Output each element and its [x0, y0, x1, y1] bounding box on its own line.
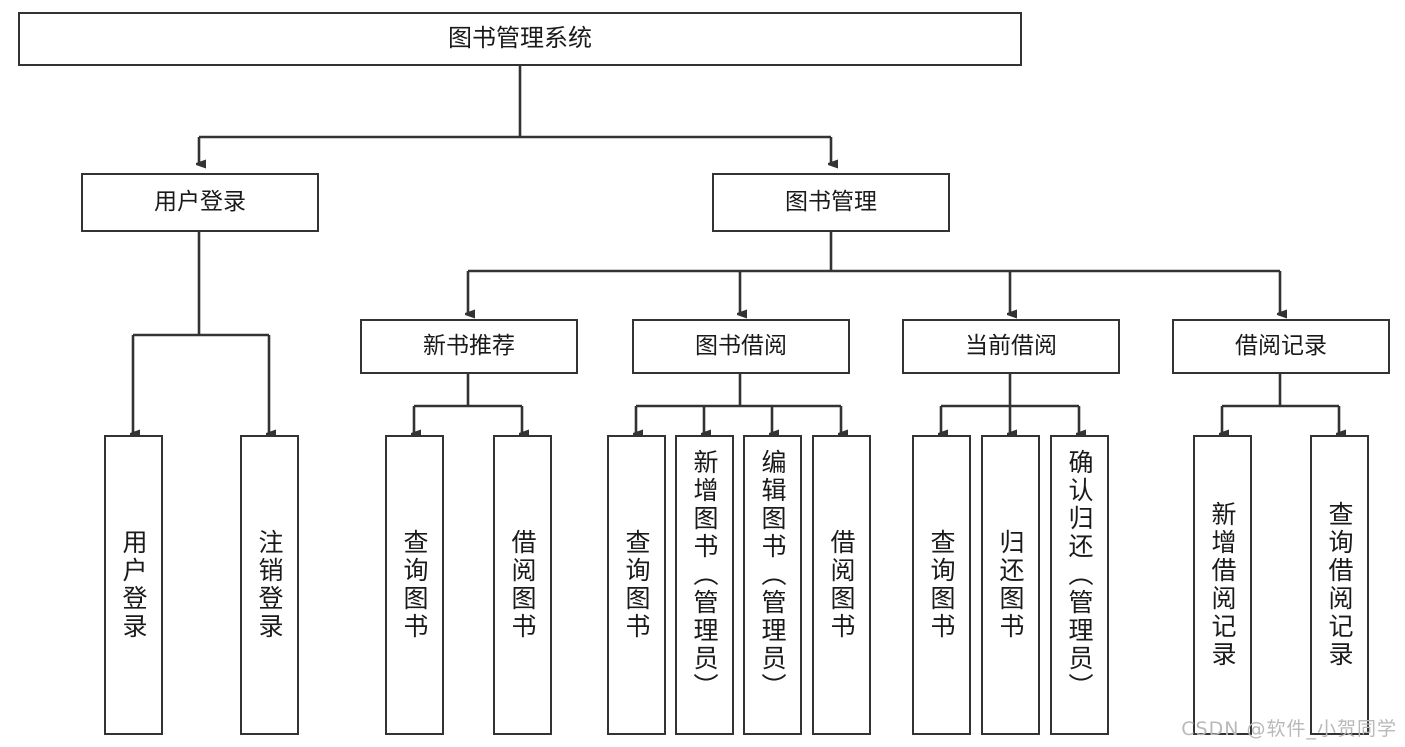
node-label: 查询图书 — [400, 529, 429, 641]
node-label: 借阅图书 — [827, 529, 856, 641]
leaf-user-login-login[interactable]: 用户登录 — [104, 435, 163, 735]
leaf-current-query-book[interactable]: 查询图书 — [912, 435, 971, 735]
leaf-new-book-borrow-book[interactable]: 借阅图书 — [493, 435, 552, 735]
leaf-borrow-borrow-book[interactable]: 借阅图书 — [812, 435, 871, 735]
leaf-user-login-logout[interactable]: 注销登录 — [240, 435, 299, 735]
leaf-new-book-query-book[interactable]: 查询图书 — [385, 435, 444, 735]
leaf-current-return-book[interactable]: 归还图书 — [981, 435, 1040, 735]
leaf-borrow-query-book[interactable]: 查询图书 — [607, 435, 666, 735]
node-user-login[interactable]: 用户登录 — [81, 173, 319, 232]
node-label: 用户登录 — [154, 189, 246, 216]
node-label: 查询图书 — [622, 529, 651, 641]
node-label: 新书推荐 — [423, 333, 515, 360]
leaf-current-confirm-return-admin[interactable]: 确认归还（管理员） — [1050, 435, 1109, 735]
node-label: 借阅记录 — [1235, 333, 1327, 360]
node-current-borrow[interactable]: 当前借阅 — [902, 319, 1120, 374]
node-label: 用户登录 — [119, 529, 148, 641]
node-label: 确认归还（管理员） — [1065, 449, 1094, 701]
leaf-record-query-record[interactable]: 查询借阅记录 — [1310, 435, 1369, 735]
node-label: 注销登录 — [255, 529, 284, 641]
node-label: 新增借阅记录 — [1208, 501, 1237, 669]
node-label: 图书管理系统 — [448, 24, 592, 53]
leaf-borrow-add-book-admin[interactable]: 新增图书（管理员） — [675, 435, 734, 735]
node-book-borrow[interactable]: 图书借阅 — [632, 319, 850, 374]
node-label: 查询图书 — [927, 529, 956, 641]
node-label: 编辑图书（管理员） — [758, 449, 787, 701]
leaf-record-add-record[interactable]: 新增借阅记录 — [1193, 435, 1252, 735]
node-book-management[interactable]: 图书管理 — [712, 173, 950, 232]
node-borrow-record[interactable]: 借阅记录 — [1172, 319, 1390, 374]
node-label: 查询借阅记录 — [1325, 501, 1354, 669]
node-root-book-management-system[interactable]: 图书管理系统 — [18, 12, 1022, 66]
node-label: 图书借阅 — [695, 333, 787, 360]
watermark: CSDN @软件_小贺同学 — [1181, 718, 1397, 740]
leaf-borrow-edit-book-admin[interactable]: 编辑图书（管理员） — [743, 435, 802, 735]
node-label: 新增图书（管理员） — [690, 449, 719, 701]
node-label: 借阅图书 — [508, 529, 537, 641]
node-label: 归还图书 — [996, 529, 1025, 641]
node-label: 图书管理 — [785, 189, 877, 216]
node-new-book-recommend[interactable]: 新书推荐 — [360, 319, 578, 374]
node-label: 当前借阅 — [965, 333, 1057, 360]
